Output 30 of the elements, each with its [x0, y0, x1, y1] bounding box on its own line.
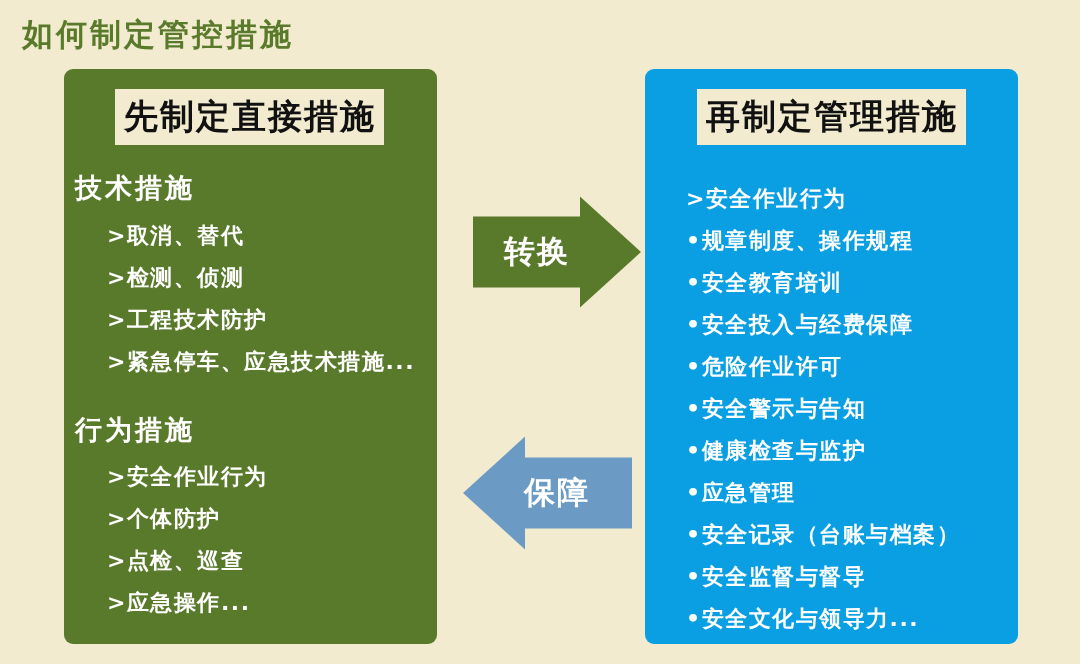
- list-item: •安全投入与经费保障: [686, 312, 914, 339]
- arrow-label: 转换: [504, 233, 570, 271]
- block-arrow: [463, 436, 632, 550]
- arrow-label: 保障: [523, 474, 590, 512]
- heading-banner: 再制定管理措施: [697, 89, 966, 145]
- list-item: •安全监督与督导: [686, 564, 867, 591]
- list-item: •应急管理: [686, 480, 796, 507]
- list-item: >个体防护: [107, 506, 221, 533]
- list-item: •安全教育培训: [686, 270, 843, 297]
- heading-banner: 先制定直接措施: [115, 89, 384, 145]
- section-heading: 行为措施: [75, 414, 195, 447]
- list-item: >取消、替代: [107, 223, 245, 250]
- list-item: •安全记录（台账与档案）: [686, 522, 961, 549]
- list-item: >安全作业行为: [686, 186, 847, 213]
- page-title: 如何制定管控措施: [22, 16, 294, 54]
- measures-panel: [645, 69, 1018, 644]
- list-item: >检测、侦测: [107, 265, 245, 292]
- list-item: •健康检查与监护: [686, 438, 867, 465]
- list-item: >应急操作...: [107, 590, 251, 617]
- block-arrow: [473, 196, 641, 308]
- list-item: •规章制度、操作规程: [686, 228, 914, 255]
- list-item: •危险作业许可: [686, 354, 843, 381]
- measures-panel: [64, 69, 437, 644]
- list-item: >工程技术防护: [107, 307, 268, 334]
- list-item: •安全警示与告知: [686, 396, 867, 423]
- list-item: >紧急停车、应急技术措施...: [107, 349, 415, 376]
- list-item: •安全文化与领导力...: [686, 606, 920, 633]
- list-item: >安全作业行为: [107, 464, 268, 491]
- list-item: >点检、巡查: [107, 548, 245, 575]
- section-heading: 技术措施: [75, 172, 195, 205]
